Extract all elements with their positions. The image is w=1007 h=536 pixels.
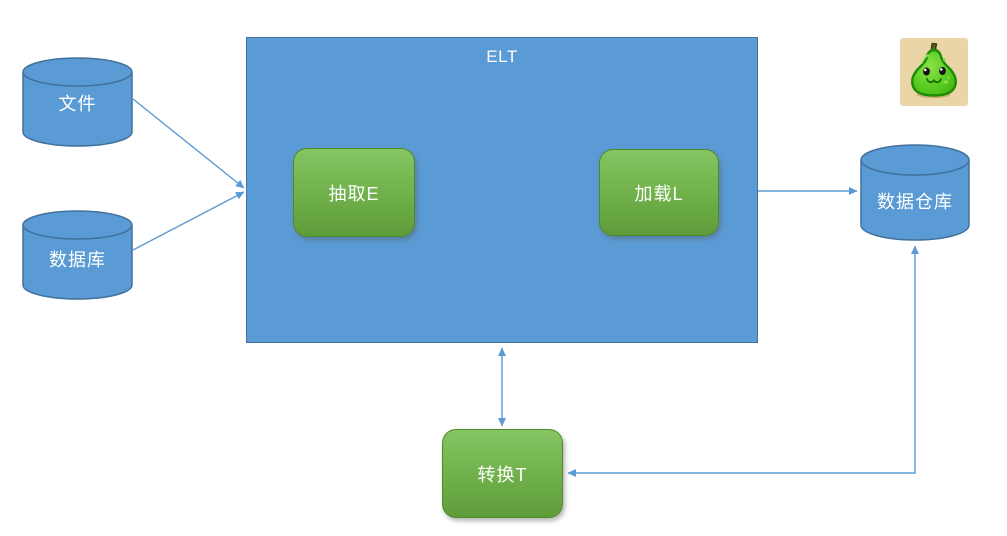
node-load-box: 加载L (599, 149, 719, 236)
extract-label: 抽取E (328, 183, 380, 204)
cylinder-shape (22, 57, 133, 147)
node-transform-box: 转换T (442, 429, 563, 518)
cylinder-shape (22, 210, 133, 300)
transform-label: 转换T (477, 464, 528, 485)
elt-title: ELT (486, 47, 518, 66)
node-extract-box: 抽取E (293, 148, 415, 237)
arrow-database-to-elt (132, 191, 245, 251)
arrow-file-to-elt (132, 98, 245, 189)
warehouse-label: 数据仓库 (877, 192, 953, 212)
load-label: 加载L (634, 183, 684, 204)
cylinder-shape (860, 144, 970, 241)
file-label: 文件 (58, 94, 97, 114)
database-label: 数据库 (49, 250, 106, 270)
node-warehouse-cylinder: 数据仓库 (860, 144, 970, 241)
pear-mascot-icon (900, 38, 968, 106)
node-database-cylinder: 数据库 (22, 210, 133, 300)
node-file-cylinder: 文件 (22, 57, 133, 147)
